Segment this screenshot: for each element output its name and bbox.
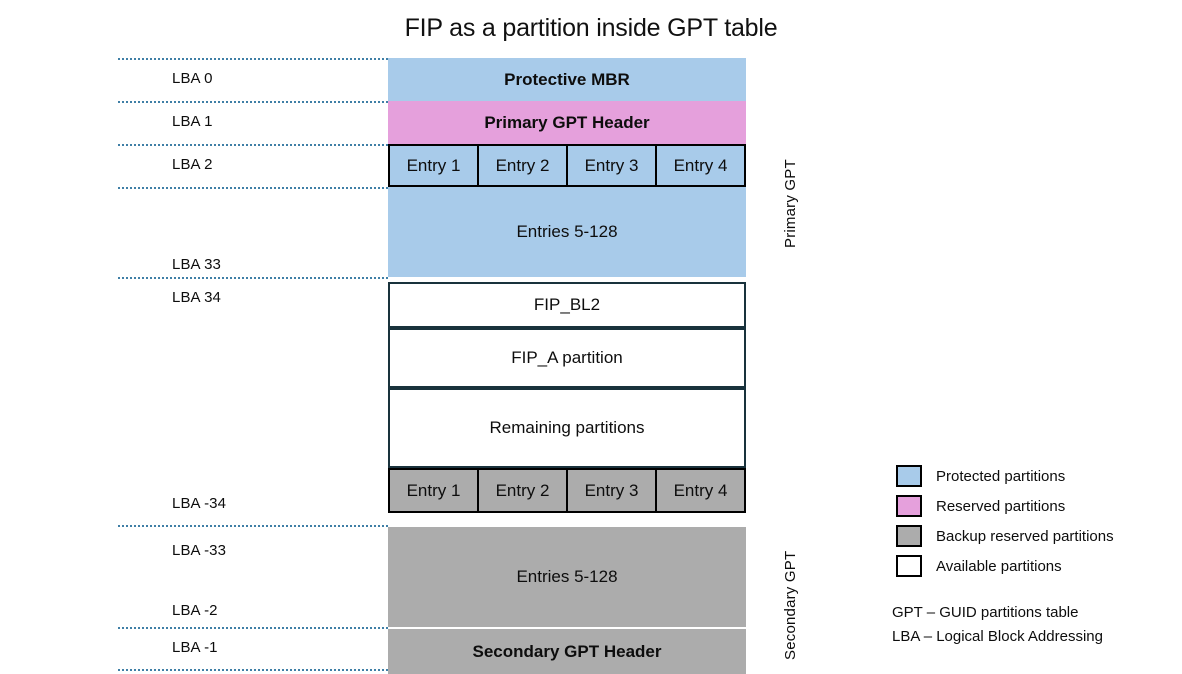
lba-label: LBA 1 bbox=[172, 113, 213, 130]
block-secondary-gpt-header: Secondary GPT Header bbox=[388, 629, 746, 674]
entry-cell: Entry 3 bbox=[566, 468, 657, 513]
page-title: FIP as a partition inside GPT table bbox=[404, 14, 778, 42]
primary-gpt-side-label: Primary GPT bbox=[782, 159, 799, 248]
legend-label: Reserved partitions bbox=[936, 497, 1066, 515]
legend-label: Available partitions bbox=[936, 557, 1062, 575]
block-protective-mbr: Protective MBR bbox=[388, 58, 746, 101]
block-fip-bl2: FIP_BL2 bbox=[388, 282, 746, 328]
legend-swatch-available bbox=[896, 555, 922, 577]
legend-row: Backup reserved partitions bbox=[896, 521, 1114, 551]
leader-line bbox=[118, 277, 388, 279]
entry-cell: Entry 2 bbox=[477, 144, 568, 187]
leader-line bbox=[118, 525, 388, 527]
legend-row: Available partitions bbox=[896, 551, 1114, 581]
legend-label: Backup reserved partitions bbox=[936, 527, 1114, 545]
lba-label: LBA 0 bbox=[172, 70, 213, 87]
block-secondary-entries-rest: Entries 5-128 bbox=[388, 527, 746, 627]
leader-line bbox=[118, 144, 388, 146]
lba-label: LBA -2 bbox=[172, 602, 218, 619]
legend-swatch-protected bbox=[896, 465, 922, 487]
legend-label: Protected partitions bbox=[936, 467, 1066, 485]
abbreviation-line: GPT – GUID partitions table bbox=[892, 604, 1079, 621]
lba-label: LBA -33 bbox=[172, 542, 227, 559]
block-primary-entries-rest: Entries 5-128 bbox=[388, 187, 746, 277]
legend-swatch-backup-reserved bbox=[896, 525, 922, 547]
secondary-gpt-side-label: Secondary GPT bbox=[782, 550, 799, 660]
lba-label: LBA -34 bbox=[172, 495, 227, 512]
block-primary-gpt-header: Primary GPT Header bbox=[388, 101, 746, 144]
abbreviation-line: LBA – Logical Block Addressing bbox=[892, 628, 1103, 645]
entry-cell: Entry 1 bbox=[388, 144, 479, 187]
legend-swatch-reserved bbox=[896, 495, 922, 517]
legend-row: Reserved partitions bbox=[896, 491, 1114, 521]
entry-cell: Entry 1 bbox=[388, 468, 479, 513]
lba-label: LBA -1 bbox=[172, 639, 218, 656]
leader-line bbox=[118, 669, 388, 671]
lba-label: LBA 2 bbox=[172, 156, 213, 173]
entry-cell: Entry 4 bbox=[655, 144, 746, 187]
block-remaining-partitions: Remaining partitions bbox=[388, 388, 746, 468]
leader-line bbox=[118, 101, 388, 103]
leader-line bbox=[118, 58, 388, 60]
entry-cell: Entry 2 bbox=[477, 468, 568, 513]
lba-label: LBA 34 bbox=[172, 289, 221, 306]
entry-cell: Entry 4 bbox=[655, 468, 746, 513]
block-fip-a-partition: FIP_A partition bbox=[388, 328, 746, 388]
entry-cell: Entry 3 bbox=[566, 144, 657, 187]
leader-line bbox=[118, 187, 388, 189]
legend-row: Protected partitions bbox=[896, 461, 1114, 491]
lba-label: LBA 33 bbox=[172, 256, 221, 273]
leader-line bbox=[118, 627, 388, 629]
